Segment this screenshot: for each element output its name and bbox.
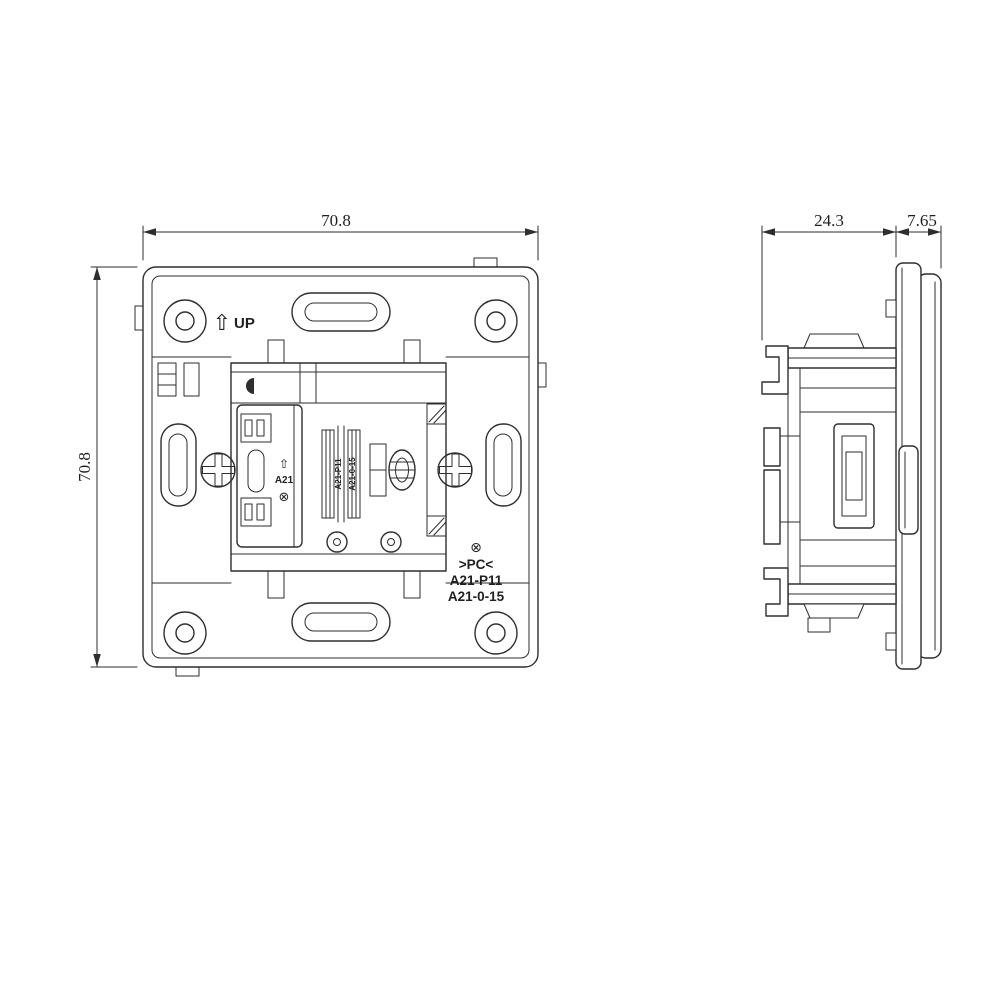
bottom-slot xyxy=(291,602,391,642)
corner-hole xyxy=(474,611,518,655)
frame-outline xyxy=(142,266,539,668)
plate-hook-top xyxy=(885,299,897,318)
vertical-marking-2: A21-0-15 xyxy=(348,457,357,491)
switch-section-inner xyxy=(841,435,867,517)
marking-type: A21-0-15 xyxy=(448,589,505,604)
dim-height: 70.8 xyxy=(75,266,138,668)
dim-depth: 24.3 xyxy=(761,211,897,341)
screw-icon xyxy=(200,452,236,488)
prong-lower xyxy=(763,469,781,545)
half-moon-mark xyxy=(246,378,254,394)
mechanism xyxy=(230,339,447,599)
bottom-hump xyxy=(803,603,865,619)
dim-depth-value: 24.3 xyxy=(814,211,844,230)
switch-section xyxy=(833,423,875,529)
circled-x-icon: ⊗ xyxy=(279,490,290,505)
vertical-marking-1: A21-P11 xyxy=(334,458,343,490)
side-mechanism xyxy=(761,333,897,633)
corner-hole xyxy=(163,611,207,655)
corner-hole xyxy=(474,299,518,343)
marking-block: ⊗ >PC< A21-P11 A21-0-15 xyxy=(448,540,505,604)
dim-width-value: 70.8 xyxy=(321,211,351,230)
left-slot xyxy=(160,423,197,507)
bottom-foot xyxy=(807,617,831,633)
a21-label: A21 xyxy=(275,475,294,486)
frame-edge-tabs xyxy=(134,257,547,677)
dim-front-depth-value: 7.65 xyxy=(907,211,937,230)
prong-upper xyxy=(763,427,781,467)
corner-hole xyxy=(163,299,207,343)
marking-model: A21-P11 xyxy=(450,573,503,588)
screw-icon xyxy=(437,452,473,488)
front-view: ⇧ UP ⇧ A21 ⊗ A21-P11 A21-0-15 ⊗ >PC< A21… xyxy=(134,257,547,677)
side-view xyxy=(761,262,942,670)
dim-width: 70.8 xyxy=(142,211,539,261)
right-slot xyxy=(485,423,522,507)
dimensions: 70.8 70.8 24.3 7.65 xyxy=(75,211,942,668)
top-claw xyxy=(761,345,789,395)
rivet xyxy=(380,531,402,553)
up-arrow-icon: ⇧ xyxy=(213,311,231,336)
dim-height-value: 70.8 xyxy=(75,452,94,482)
frame-inner-outline xyxy=(151,275,530,659)
plate-boss xyxy=(898,445,919,535)
dim-front-depth: 7.65 xyxy=(895,211,942,269)
rivet xyxy=(326,531,348,553)
terminal-block xyxy=(236,404,303,548)
bridge-lines xyxy=(267,339,421,599)
contact-stack xyxy=(321,425,387,523)
clip-rects xyxy=(157,362,200,397)
plate-hook-bottom xyxy=(885,632,897,651)
bottom-claw xyxy=(763,567,789,617)
a21-arrow-icon: ⇧ xyxy=(279,457,289,471)
switch-section-core xyxy=(845,451,863,501)
marking-pc: >PC< xyxy=(459,557,494,572)
top-hump xyxy=(803,333,865,349)
top-slot xyxy=(291,292,391,332)
frame-opening-lines xyxy=(151,356,530,584)
oval-boss xyxy=(388,449,416,491)
marking-x-icon: ⊗ xyxy=(470,540,482,556)
up-label: UP xyxy=(234,315,255,332)
side-clips xyxy=(426,403,447,537)
